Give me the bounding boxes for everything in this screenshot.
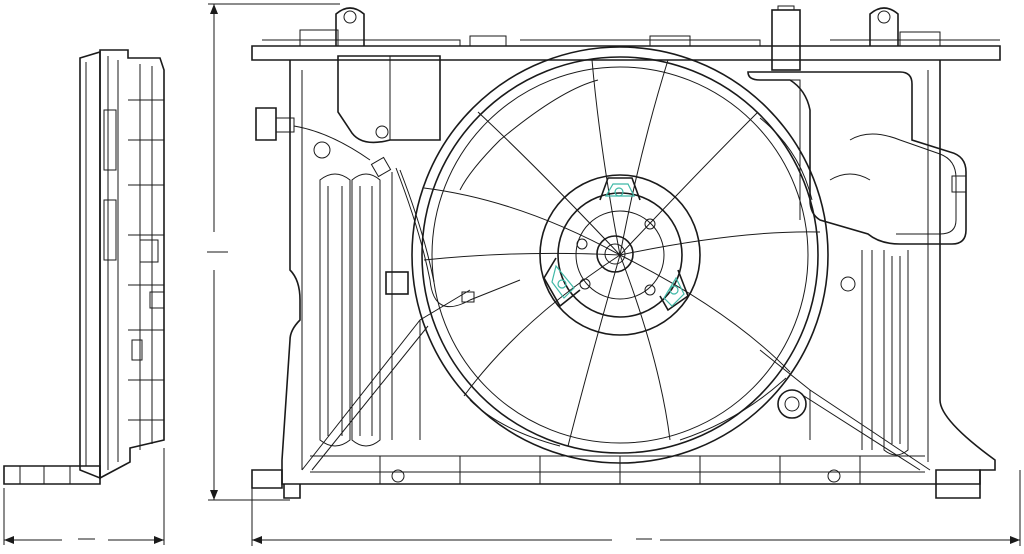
width-dimension xyxy=(251,470,1021,546)
front-view xyxy=(251,5,1001,499)
fan-blades xyxy=(423,59,821,447)
side-view xyxy=(3,49,165,545)
height-dimension xyxy=(207,3,340,501)
